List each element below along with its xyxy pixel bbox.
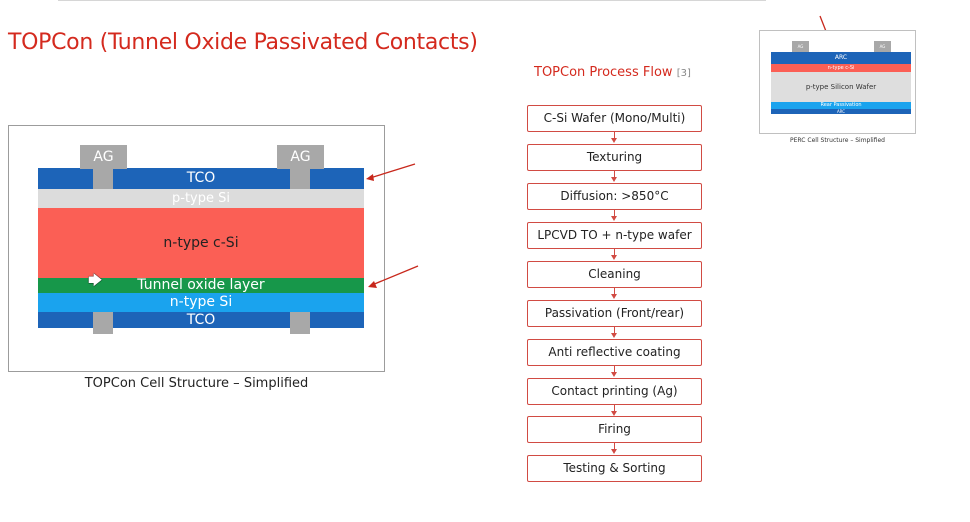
perc-contact-right: AG — [874, 41, 891, 52]
perc-layer-wafer: p-type Silicon Wafer — [771, 72, 911, 102]
perc-layer-n-type-csi: n-type c-Si — [771, 64, 911, 72]
process-flow-title-text: TOPCon Process Flow — [534, 65, 673, 80]
flow-connector — [614, 132, 615, 138]
layer-n-type-csi: n-type c-Si — [38, 208, 364, 278]
flow-connector — [614, 405, 615, 411]
flow-step: LPCVD TO + n-type wafer — [527, 222, 702, 249]
flow-step: Anti reflective coating — [527, 339, 702, 366]
front-contact-right: AG — [277, 145, 324, 169]
flow-step: Firing — [527, 416, 702, 443]
flow-connector — [614, 366, 615, 372]
flow-step: Texturing — [527, 144, 702, 171]
process-flow-reference: [3] — [676, 68, 691, 79]
arrow-to-tunnel-oxide — [371, 265, 419, 286]
page-title: TOPCon (Tunnel Oxide Passivated Contacts… — [8, 30, 478, 55]
flow-step: Passivation (Front/rear) — [527, 300, 702, 327]
flow-arrow-head — [611, 177, 617, 182]
flow-step: Testing & Sorting — [527, 455, 702, 482]
topcon-cell-caption: TOPCon Cell Structure – Simplified — [84, 376, 309, 391]
rear-contact-right — [290, 312, 310, 334]
top-divider — [58, 0, 766, 1]
flow-step: Diffusion: >850°C — [527, 183, 702, 210]
flow-connector — [614, 249, 615, 255]
layer-n-type-si: n-type Si — [38, 293, 364, 312]
perc-contact-left: AG — [792, 41, 809, 52]
layer-tco-top: TCO — [38, 168, 364, 189]
arrow-to-tunnel-oxide-head — [368, 281, 377, 288]
flow-arrow-head — [611, 294, 617, 299]
flow-connector — [614, 171, 615, 177]
perc-layer-arc-top: ARC — [771, 52, 911, 64]
flow-arrow-head — [611, 255, 617, 260]
arrow-to-tco-head — [366, 174, 374, 181]
perc-layer-arc-bottom: ARC — [771, 109, 911, 114]
flow-arrow-head — [611, 411, 617, 416]
flow-arrow-head — [611, 372, 617, 377]
mouse-cursor-icon: 🡆 — [88, 273, 103, 289]
flow-connector — [614, 210, 615, 216]
layer-tunnel-oxide: Tunnel oxide layer — [38, 278, 364, 293]
flow-arrow-head — [611, 216, 617, 221]
flow-step: Cleaning — [527, 261, 702, 288]
perc-layer-rear-passivation: Rear Passivation — [771, 102, 911, 109]
layer-p-type-si: p-type Si — [38, 189, 364, 208]
arrow-to-tco — [369, 163, 416, 179]
topcon-cell-frame — [8, 125, 385, 372]
top-contact-left-overlay — [93, 168, 113, 189]
perc-cell-caption: PERC Cell Structure – Simplified — [790, 137, 885, 144]
flow-step: C-Si Wafer (Mono/Multi) — [527, 105, 702, 132]
flow-connector — [614, 443, 615, 449]
flow-step: Contact printing (Ag) — [527, 378, 702, 405]
flow-connector — [614, 288, 615, 294]
flow-arrow-head — [611, 138, 617, 143]
process-flow-title: TOPCon Process Flow [3] — [534, 65, 691, 80]
flow-arrow-head — [611, 333, 617, 338]
top-contact-right-overlay — [290, 168, 310, 189]
layer-tco-bottom: TCO — [38, 312, 364, 328]
front-contact-left: AG — [80, 145, 127, 169]
flow-arrow-head — [611, 449, 617, 454]
flow-connector — [614, 327, 615, 333]
rear-contact-left — [93, 312, 113, 334]
